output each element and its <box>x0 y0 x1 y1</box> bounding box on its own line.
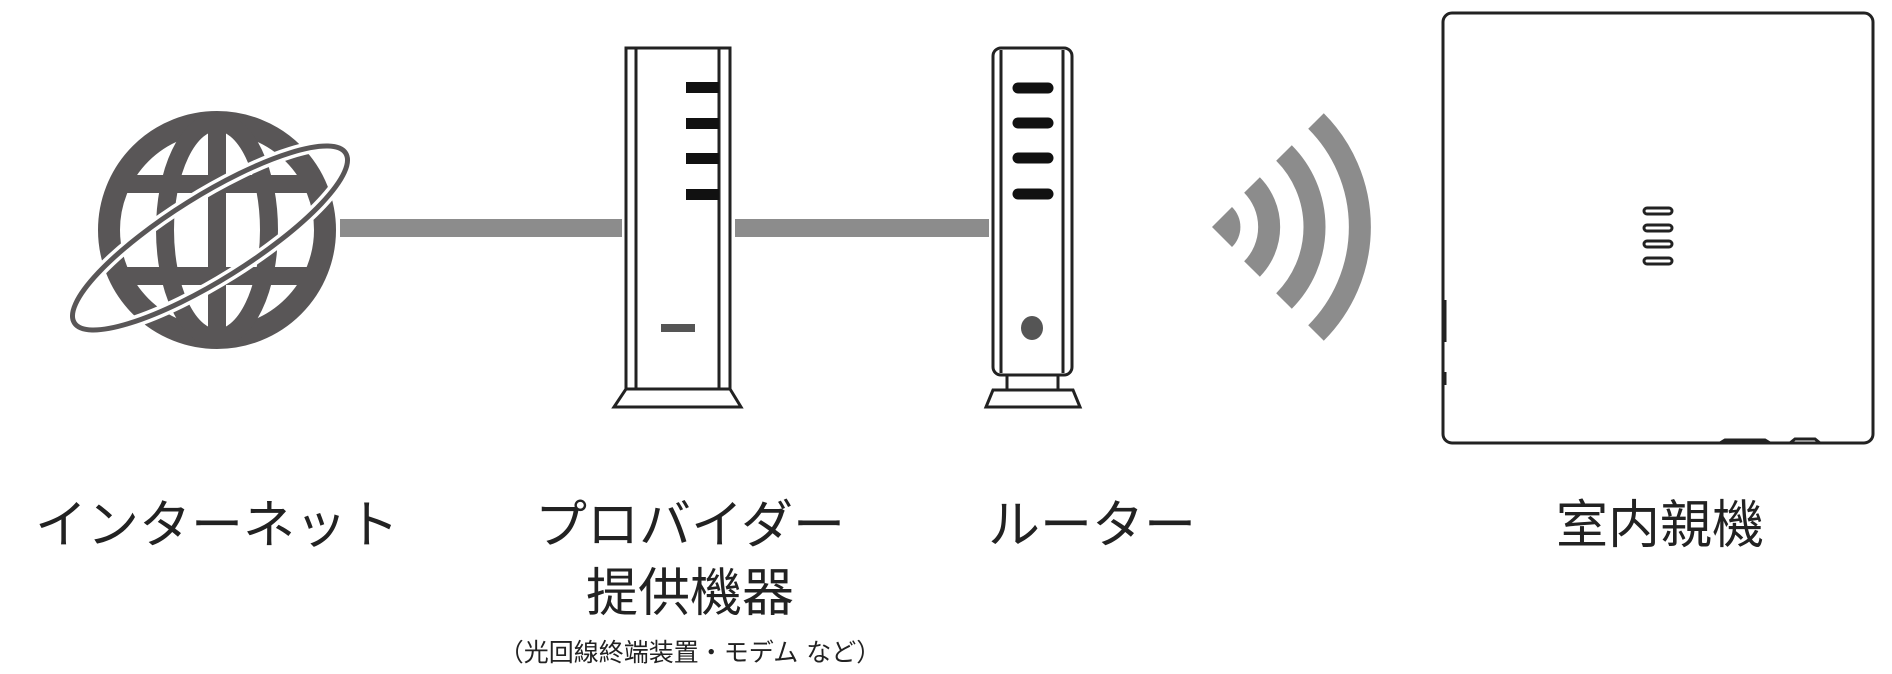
label-indoor-unit: 室内親機 <box>1555 496 1765 556</box>
provider-device-icon <box>611 46 744 409</box>
globe-icon <box>66 111 354 349</box>
label-provider-note: （光回線終端装置・モデム など） <box>498 638 882 667</box>
cable-internet-provider <box>340 219 622 237</box>
label-provider-equipment: 提供機器 <box>585 564 795 624</box>
label-internet: インターネット <box>34 496 400 556</box>
cable-provider-router <box>735 219 989 237</box>
label-provider: プロバイダー <box>535 496 845 556</box>
label-router: ルーター <box>987 496 1197 556</box>
router-icon <box>983 46 1083 409</box>
wifi-signal-icon <box>1212 113 1371 341</box>
indoor-unit-icon <box>1441 11 1875 445</box>
